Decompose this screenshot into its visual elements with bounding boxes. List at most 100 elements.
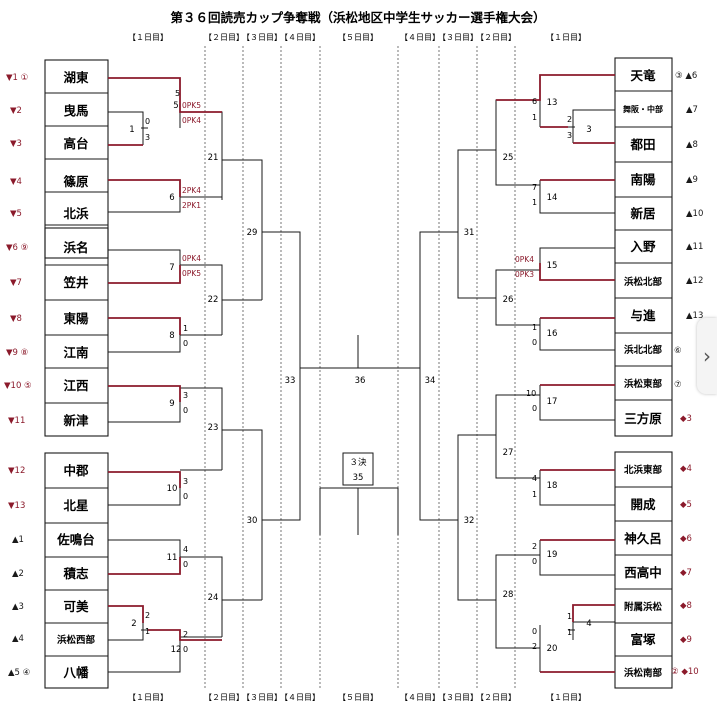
day-labels-top: 【１日目】 【２日目】 【３日目】 【４日目】 【５日目】 【４日目】 【３日目… <box>128 33 586 42</box>
third-place-lines <box>319 487 399 535</box>
match-27-lines <box>495 394 540 479</box>
day-label: 【４日目】 <box>280 33 320 42</box>
winner-line <box>108 77 222 113</box>
score: 1 <box>532 490 537 499</box>
day-label: 【１日目】 <box>128 33 168 42</box>
seed-label: ▼8 <box>10 314 22 324</box>
match-number: 20 <box>547 644 558 654</box>
winner-line <box>108 317 181 335</box>
seed-label: ⑥ <box>674 346 682 356</box>
center-area <box>319 335 399 535</box>
team-name: 浜松北部 <box>624 276 663 288</box>
score: 0 <box>532 404 537 413</box>
right-bracket-lines <box>358 75 615 672</box>
match-7-lines <box>108 249 181 265</box>
seed-label: ◆9 <box>680 635 692 645</box>
right-seeds: ③ ▲6 ▲7 ▲8 ▲9 ▲10 ▲11 ▲12 ▲13 ⑥ ⑦ <box>674 71 703 390</box>
match-number: 34 <box>425 376 436 386</box>
match-11-lines <box>108 539 181 557</box>
score: 3 <box>183 477 188 486</box>
seed-label: ▼6 ⑨ <box>6 243 28 253</box>
match-number: 24 <box>208 593 219 603</box>
match-number: 14 <box>547 193 558 203</box>
score: 1 <box>532 113 537 122</box>
match-19-lines <box>539 540 615 576</box>
score: 2PK4 <box>182 186 201 195</box>
match-numbers: 1 5 6 7 8 9 10 11 2 12 21 22 23 24 29 30… <box>129 98 591 655</box>
score: 0 <box>183 492 188 501</box>
day-label: 【３日目】 <box>438 33 478 42</box>
score: 0PK4 <box>182 254 201 263</box>
match-22-lines <box>180 264 223 336</box>
score: 0 <box>532 557 537 566</box>
match-32-lines <box>457 434 496 601</box>
score: 0 <box>183 339 188 348</box>
score: 5 <box>175 89 180 98</box>
match-6-lines <box>108 197 181 213</box>
right-teams <box>614 57 673 689</box>
seed-label: ◆8 <box>680 601 692 611</box>
third-place-label: ３決 <box>349 457 367 468</box>
team-name: 笠井 <box>62 275 89 290</box>
seed-label: ◆4 <box>680 464 692 474</box>
team-name: 八幡 <box>62 665 89 680</box>
score: 3 <box>567 131 572 140</box>
team-name: 篠原 <box>63 174 89 189</box>
left-scores: 0 3 5 0PK5 0PK4 2PK4 2PK1 0PK4 0PK5 1 0 … <box>145 89 201 654</box>
team-name: 都田 <box>629 137 655 152</box>
match-1-lines <box>108 111 148 145</box>
match-number: 12 <box>171 645 182 655</box>
score: 0PK3 <box>515 270 534 279</box>
next-page-button[interactable]: › <box>697 318 717 394</box>
team-name: 東陽 <box>63 311 89 326</box>
team-name: 湖東 <box>63 70 89 85</box>
winner-line <box>496 74 615 101</box>
score: 1 <box>183 324 188 333</box>
seed-label: ▼1 ① <box>6 73 28 83</box>
final-left-line <box>300 335 359 369</box>
winner-line <box>108 605 144 623</box>
day-label: 【２日目】 <box>204 693 244 702</box>
team-box <box>44 227 109 437</box>
bracket-title: 第３６回読売カップ争奪戦（浜松地区中学生サッカー選手権大会） <box>170 10 545 25</box>
team-name: 三方原 <box>624 411 662 426</box>
seed-label: ▲5 ④ <box>8 668 30 678</box>
match-18-lines <box>539 470 615 506</box>
match-14-lines <box>539 180 615 214</box>
left-seeds-black: ▲1 ▲2 ▲3 ▲4 ▲5 ④ <box>8 535 30 678</box>
match-number: 36 <box>355 376 366 386</box>
score: 0PK4 <box>182 116 201 125</box>
right-seeds-red: ◆3 ◆4 ◆5 ◆6 ◆7 ◆8 ◆9 ② ◆10 <box>671 414 699 677</box>
chevron-right-icon: › <box>703 344 711 368</box>
match-number: 2 <box>131 619 136 629</box>
seed-label: ▼3 <box>10 139 22 149</box>
match-number: 9 <box>169 399 174 409</box>
score: 2 <box>183 630 188 639</box>
winner-line <box>108 179 181 197</box>
winner-line <box>108 557 181 575</box>
match-17-lines <box>539 385 615 421</box>
match-number: 21 <box>208 153 219 163</box>
seed-label: ◆6 <box>680 534 692 544</box>
team-name: 浜松南部 <box>624 667 663 679</box>
seed-label: ▼13 <box>8 501 25 511</box>
day-label: 【３日目】 <box>438 693 478 702</box>
match-number: 31 <box>464 228 475 238</box>
score: 1 <box>567 628 572 637</box>
day-label: 【２日目】 <box>476 693 516 702</box>
score: 0PK5 <box>182 269 201 278</box>
match-number: 6 <box>169 193 174 203</box>
match-number: 32 <box>464 516 475 526</box>
score: 0 <box>183 406 188 415</box>
seed-label: ▼2 <box>10 106 22 116</box>
team-box <box>614 57 673 437</box>
team-name: 天竜 <box>630 68 656 83</box>
score: 0 <box>145 117 150 126</box>
seed-label: ③ ▲6 <box>675 71 697 81</box>
seed-label: ▲11 <box>686 242 703 252</box>
day-label: 【２日目】 <box>204 33 244 42</box>
match-10-lines <box>108 488 181 506</box>
seed-label: ⑦ <box>674 380 682 390</box>
day-label: 【５日目】 <box>338 33 378 42</box>
